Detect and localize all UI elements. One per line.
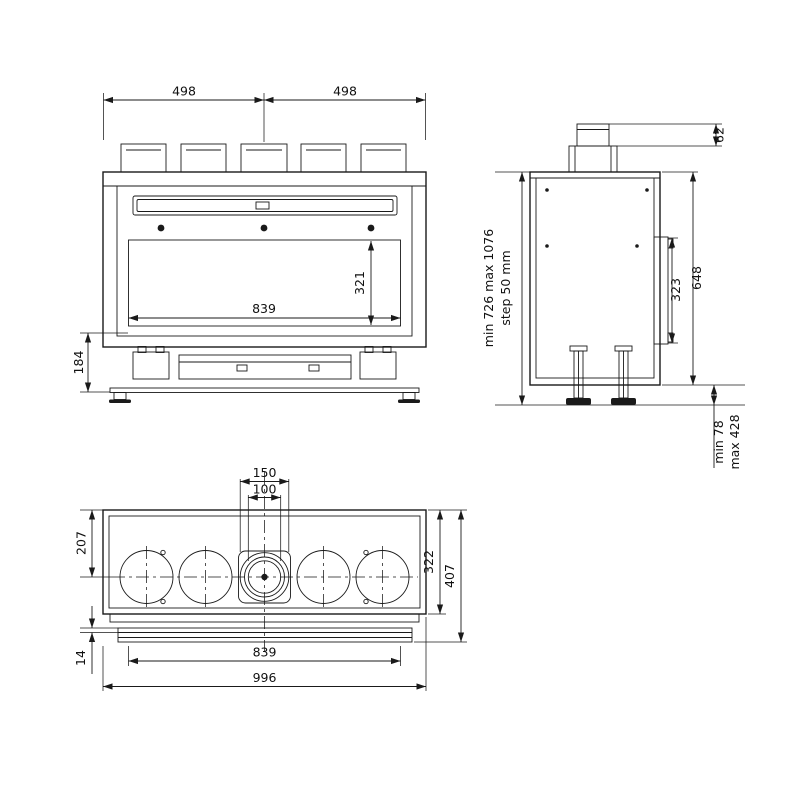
front-dim-opening: 839 321: [128, 241, 401, 325]
dim-label-648: 648: [689, 266, 704, 290]
top-flue-inner-ring: [247, 560, 282, 594]
front-pilot-dot-left: [157, 224, 165, 232]
top-openings: [119, 549, 410, 605]
side-dim-spigot: 62: [609, 123, 727, 147]
dim-label-leg-min: min 78: [711, 420, 726, 463]
dim-label-498-right: 498: [333, 84, 357, 99]
side-dim-overall-height: min 726 max 1076 step 50 mm: [481, 171, 745, 406]
front-body: [102, 171, 427, 348]
top-dim-width: 839 996: [102, 617, 427, 691]
top-dim-depth: 322 407: [414, 509, 467, 643]
dim-label-322: 322: [421, 550, 436, 574]
side-dim-body-height: 648: [662, 171, 745, 386]
top-body: [102, 509, 427, 643]
front-glass-opening: [128, 239, 401, 327]
top-flue-plate: [238, 550, 291, 604]
dim-label-321: 321: [352, 271, 367, 295]
dim-label-996: 996: [253, 670, 277, 685]
front-foot-left: [113, 392, 127, 400]
top-dim-207: 207: [74, 509, 112, 578]
top-opening-5: [355, 550, 410, 604]
dim-label-207: 207: [74, 531, 89, 555]
top-opening-4: [296, 550, 351, 604]
dim-label-498-left: 498: [172, 84, 196, 99]
dim-label-407: 407: [442, 564, 457, 588]
top-dim-lip: 14: [73, 606, 118, 674]
front-base: [109, 346, 420, 403]
top-glass-strip: [117, 627, 413, 643]
dim-label-323: 323: [668, 278, 683, 302]
dim-label-height-range: min 726 max 1076: [481, 229, 496, 347]
side-dim-legs: min 78 max 428: [710, 385, 742, 470]
dim-label-height-step: step 50 mm: [498, 250, 513, 325]
top-flue-outer-ring: [239, 552, 290, 602]
dim-label-839-front: 839: [252, 301, 276, 316]
side-mount-bracket: [653, 236, 669, 345]
side-dim-panel: 323: [668, 237, 683, 344]
top-opening-1: [119, 550, 174, 604]
side-body: [529, 171, 674, 405]
dim-label-14: 14: [73, 650, 88, 666]
front-pilot-dot-center: [260, 224, 268, 232]
dim-label-62: 62: [712, 127, 727, 143]
side-view: 62: [481, 123, 745, 470]
front-vent-boxes: [120, 143, 407, 173]
side-flue-spigot: [568, 123, 618, 173]
dim-label-184: 184: [71, 351, 86, 375]
front-dim-width: 498 498: [103, 84, 426, 142]
top-opening-2: [178, 550, 233, 604]
front-view: 498 498: [71, 84, 427, 403]
front-dim-base-height: 184: [71, 332, 128, 393]
front-pilot-dot-right: [367, 224, 375, 232]
front-foot-right: [402, 392, 416, 400]
top-centerlines: [112, 472, 418, 652]
dim-label-leg-max: max 428: [727, 414, 742, 469]
top-view: 150 100: [73, 465, 467, 691]
dim-label-839-top: 839: [253, 645, 277, 660]
